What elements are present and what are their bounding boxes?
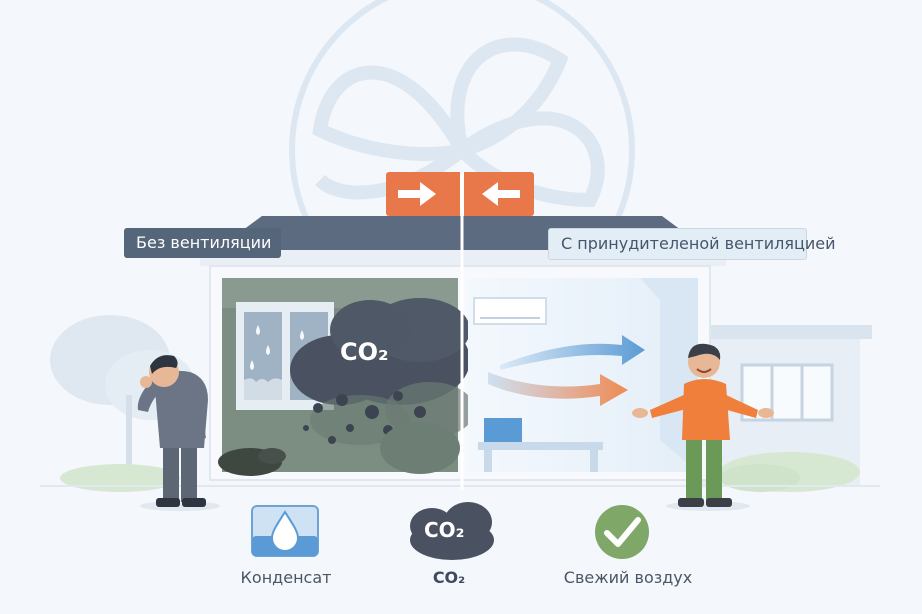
label-no-ventilation: Без вентиляции — [124, 228, 281, 258]
co2-room-label: CO₂ — [340, 338, 389, 366]
caption-co2: CO₂ — [432, 568, 466, 587]
co2-smog-cloud — [290, 298, 475, 445]
fresh-air-arrow-blue — [500, 335, 645, 370]
label-forced-ventilation: С принудителеной вентиляцией — [548, 228, 835, 260]
airflow-exchange-icon — [386, 172, 534, 216]
fresh-air-arrow-orange — [488, 372, 628, 406]
happy-person — [632, 343, 774, 511]
tired-person — [137, 355, 220, 511]
caption-condensate: Конденсат — [240, 568, 332, 587]
water-drop-icon — [251, 505, 319, 557]
check-circle-icon — [595, 505, 649, 559]
co2-icon-symbol: CO₂ — [424, 518, 465, 542]
co2-cloud-icon — [410, 502, 494, 560]
mold-patch — [218, 422, 460, 476]
ventilation-unit — [473, 297, 547, 325]
desk — [478, 418, 603, 472]
caption-fresh-air: Свежий воздух — [563, 568, 693, 587]
